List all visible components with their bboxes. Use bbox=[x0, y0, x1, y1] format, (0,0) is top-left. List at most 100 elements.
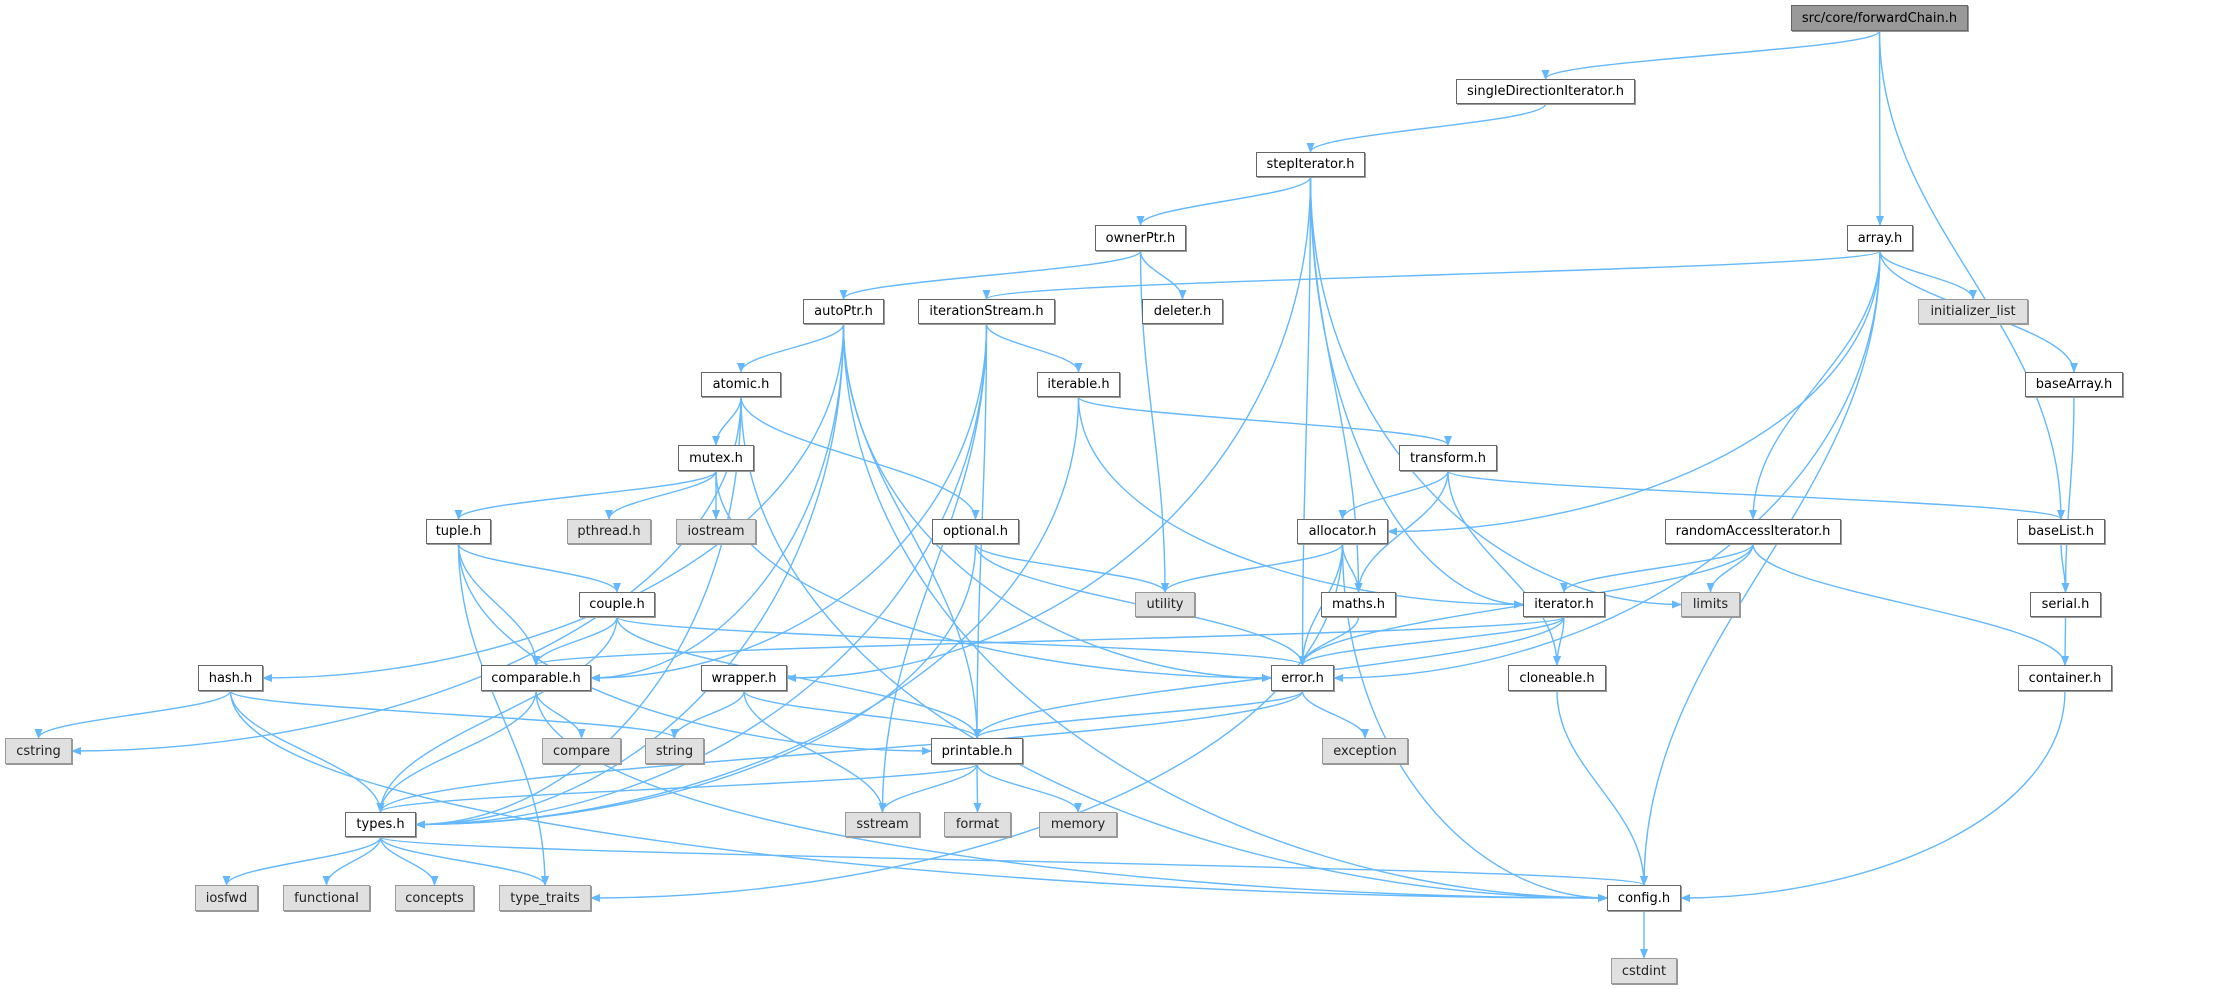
edge-forwardChain-to-baseList bbox=[1878, 30, 2065, 520]
edge-tuple-to-printable bbox=[457, 543, 932, 755]
edge-singleDirectionIterator-to-stepIterator bbox=[1306, 103, 1547, 153]
edge-wrapper-to-printable bbox=[743, 690, 981, 739]
node-iterable[interactable]: iterable.h bbox=[1037, 372, 1120, 397]
edge-stepIterator-to-error bbox=[1298, 176, 1312, 666]
edge-iterator-to-comparable bbox=[532, 616, 1565, 666]
edge-baseArray-to-serial bbox=[2061, 396, 2075, 593]
node-error[interactable]: error.h bbox=[1271, 665, 1334, 691]
node-stepiterator[interactable]: stepIterator.h bbox=[1256, 152, 1365, 177]
edge-iterationStream-to-iterable bbox=[985, 323, 1083, 373]
edge-iterationStream-to-sstream bbox=[878, 323, 988, 813]
node-initializer-list: initializer_list bbox=[1918, 299, 2028, 324]
edge-allocator-to-type_traits bbox=[590, 543, 1344, 902]
node-cstring: cstring bbox=[5, 738, 72, 764]
node-baselist[interactable]: baseList.h bbox=[2017, 519, 2105, 544]
node-mutex[interactable]: mutex.h bbox=[678, 445, 754, 471]
edge-printable-to-memory bbox=[976, 763, 1082, 813]
node-hash[interactable]: hash.h bbox=[198, 665, 263, 691]
edge-comparable-to-config bbox=[535, 690, 1608, 902]
edge-transform-to-allocator bbox=[1338, 470, 1449, 520]
edge-optional-to-utility bbox=[974, 543, 1169, 593]
edge-autoPtr-to-comparable bbox=[590, 323, 845, 682]
edge-couple-to-comparable bbox=[532, 616, 618, 666]
node-config[interactable]: config.h bbox=[1607, 885, 1681, 911]
node-basearray[interactable]: baseArray.h bbox=[2025, 372, 2123, 397]
edge-container-to-config bbox=[1680, 690, 2066, 902]
edge-iterator-to-printable bbox=[973, 616, 1565, 739]
edge-wrapper-to-sstream bbox=[743, 690, 887, 813]
edge-stepIterator-to-wrapper bbox=[786, 176, 1312, 682]
edge-hash-to-string bbox=[229, 690, 679, 739]
edge-ownerPtr-to-deleter bbox=[1139, 250, 1187, 300]
node-container[interactable]: container.h bbox=[2018, 665, 2112, 691]
edge-serial-to-container bbox=[2061, 616, 2070, 666]
edge-transform-to-cloneable bbox=[1447, 470, 1561, 666]
node-wrapper[interactable]: wrapper.h bbox=[701, 665, 787, 691]
node-limits: limits bbox=[1681, 592, 1740, 617]
edge-randomAccessIterator-to-container bbox=[1752, 543, 2069, 666]
node-array[interactable]: array.h bbox=[1847, 225, 1913, 251]
edge-array-to-config bbox=[1640, 250, 1881, 886]
edge-autoPtr-to-atomic bbox=[737, 323, 845, 373]
edge-maths-to-error bbox=[1298, 616, 1360, 666]
node-deleter[interactable]: deleter.h bbox=[1142, 299, 1223, 324]
edge-types-to-functional bbox=[322, 836, 382, 886]
edge-types-to-config bbox=[379, 836, 1648, 886]
node-couple[interactable]: couple.h bbox=[579, 592, 655, 617]
edge-autoPtr-to-config bbox=[842, 323, 1608, 902]
edge-printable-to-format bbox=[973, 763, 982, 813]
node-memory: memory bbox=[1039, 812, 1117, 837]
node-ownerptr[interactable]: ownerPtr.h bbox=[1095, 225, 1186, 251]
node-atomic[interactable]: atomic.h bbox=[701, 372, 781, 397]
edge-iterationStream-to-comparable bbox=[590, 323, 988, 682]
edge-comparable-to-types bbox=[376, 690, 537, 813]
edge-optional-to-types bbox=[415, 543, 977, 829]
node-iterationstream[interactable]: iterationStream.h bbox=[918, 299, 1055, 324]
node-serial[interactable]: serial.h bbox=[2030, 592, 2101, 617]
node-concepts: concepts bbox=[395, 885, 474, 911]
edge-layer bbox=[34, 30, 2078, 959]
node-maths[interactable]: maths.h bbox=[1321, 592, 1396, 617]
node-cloneable[interactable]: cloneable.h bbox=[1508, 665, 1606, 691]
edge-tuple-to-comparable bbox=[457, 543, 540, 666]
edge-cloneable-to-config bbox=[1556, 690, 1648, 886]
node-autoptr[interactable]: autoPtr.h bbox=[803, 299, 884, 324]
edge-randomAccessIterator-to-limits bbox=[1706, 543, 1754, 593]
edge-hash-to-types bbox=[229, 690, 385, 813]
node-singledirectioniterator[interactable]: singleDirectionIterator.h bbox=[1456, 79, 1635, 104]
edge-allocator-to-maths bbox=[1341, 543, 1363, 593]
node-comparable[interactable]: comparable.h bbox=[481, 665, 591, 691]
node-types[interactable]: types.h bbox=[345, 812, 416, 837]
node-allocator[interactable]: allocator.h bbox=[1297, 519, 1388, 544]
edge-autoPtr-to-error bbox=[842, 323, 1272, 682]
edge-comparable-to-compare bbox=[535, 690, 586, 739]
edge-allocator-to-utility bbox=[1161, 543, 1344, 593]
edge-autoPtr-to-types bbox=[415, 323, 845, 829]
node-tuple[interactable]: tuple.h bbox=[426, 519, 491, 544]
edge-mutex-to-tuple bbox=[454, 470, 717, 520]
node-transform[interactable]: transform.h bbox=[1399, 445, 1497, 471]
node-cstdint: cstdint bbox=[1611, 958, 1677, 984]
edge-hash-to-config bbox=[229, 690, 1608, 902]
node-randomaccessiterator[interactable]: randomAccessIterator.h bbox=[1665, 519, 1841, 544]
edge-autoPtr-to-hash bbox=[262, 323, 845, 682]
node-type-traits: type_traits bbox=[499, 885, 591, 911]
node-iterator[interactable]: iterator.h bbox=[1523, 592, 1605, 617]
edge-mutex-to-error bbox=[715, 470, 1272, 682]
edge-error-to-types bbox=[376, 690, 1304, 813]
edge-error-to-exception bbox=[1301, 690, 1369, 739]
node-optional[interactable]: optional.h bbox=[932, 519, 1019, 544]
node-sstream: sstream bbox=[845, 812, 920, 837]
edge-iterator-to-cloneable bbox=[1553, 616, 1565, 666]
edge-array-to-allocator bbox=[1387, 250, 1881, 536]
edge-iterator-to-error bbox=[1298, 616, 1565, 666]
node-pthread: pthread.h bbox=[567, 519, 651, 544]
edge-printable-to-sstream bbox=[878, 763, 978, 813]
edge-forwardChain-to-array bbox=[1875, 30, 1884, 226]
edge-ownerPtr-to-autoPtr bbox=[839, 250, 1142, 300]
node-printable[interactable]: printable.h bbox=[931, 738, 1023, 764]
node-forwardchain[interactable]: src/core/forwardChain.h bbox=[1791, 5, 1968, 31]
edge-couple-to-printable bbox=[616, 616, 981, 739]
node-utility: utility bbox=[1135, 592, 1195, 617]
